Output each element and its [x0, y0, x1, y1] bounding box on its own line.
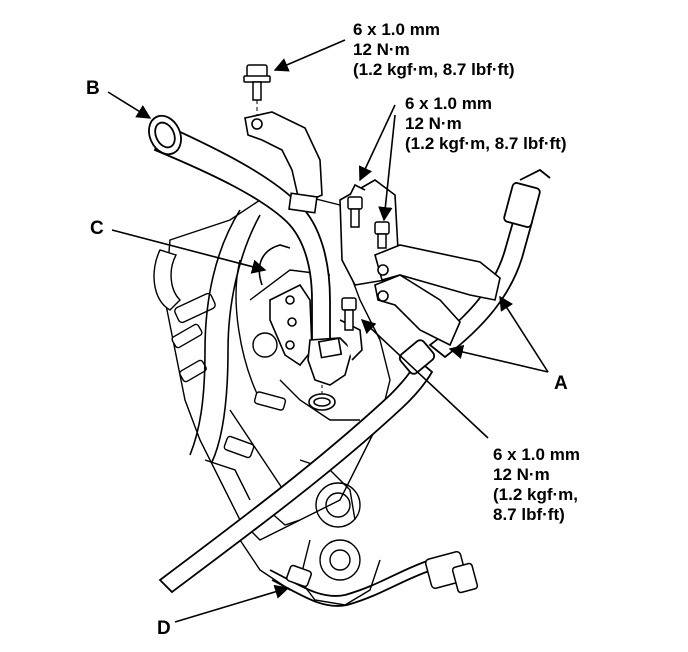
- torque-callout-lower: 6 x 1.0 mm 12 N·m (1.2 kgf·m, 8.7 lbf·ft…: [493, 445, 580, 525]
- callout-middle-torque: 12 N·m: [405, 114, 462, 133]
- callout-middle-conversion: (1.2 kgf·m, 8.7 lbf·ft): [405, 134, 567, 153]
- callout-top-conversion: (1.2 kgf·m, 8.7 lbf·ft): [353, 60, 515, 79]
- arrow-d: [174, 584, 290, 623]
- callout-top-torque: 12 N·m: [353, 40, 410, 59]
- callout-lower-conversion-2: 8.7 lbf·ft): [493, 505, 565, 524]
- large-hose: [189, 209, 261, 463]
- pipe-bracket: [374, 244, 501, 347]
- label-a: A: [554, 373, 568, 394]
- arrow-middle-callout-1: [358, 104, 396, 182]
- arrow-a-1: [499, 295, 549, 373]
- arrow-c: [111, 229, 267, 274]
- upper-bracket: [244, 111, 323, 214]
- callout-middle-size: 6 x 1.0 mm: [405, 94, 492, 113]
- callout-lower-torque: 12 N·m: [493, 465, 550, 484]
- label-b: B: [86, 78, 100, 99]
- leader-lines: [107, 39, 549, 623]
- callout-top-size: 6 x 1.0 mm: [353, 20, 440, 39]
- torque-callout-middle: 6 x 1.0 mm 12 N·m (1.2 kgf·m, 8.7 lbf·ft…: [405, 94, 567, 154]
- top-bolt: [243, 64, 271, 101]
- hose-d-connectors: [286, 551, 479, 594]
- callout-lower-conversion-1: (1.2 kgf·m,: [493, 485, 579, 504]
- torque-callout-top: 6 x 1.0 mm 12 N·m (1.2 kgf·m, 8.7 lbf·ft…: [353, 20, 515, 80]
- left-fittings: [153, 249, 287, 459]
- bracket-c: [258, 244, 313, 367]
- arrow-top-callout: [273, 39, 346, 72]
- arrow-a-2: [448, 344, 549, 373]
- label-c: C: [90, 218, 104, 239]
- arrow-b: [107, 91, 152, 119]
- callout-lower-size: 6 x 1.0 mm: [493, 445, 580, 464]
- hose-a: [428, 168, 551, 359]
- hose-b: [148, 114, 331, 346]
- label-d: D: [157, 618, 171, 639]
- arrow-middle-callout-2: [378, 114, 396, 222]
- arrow-lower-callout: [360, 319, 489, 439]
- middle-bolts: [341, 196, 390, 331]
- long-lower-hose: [158, 339, 436, 594]
